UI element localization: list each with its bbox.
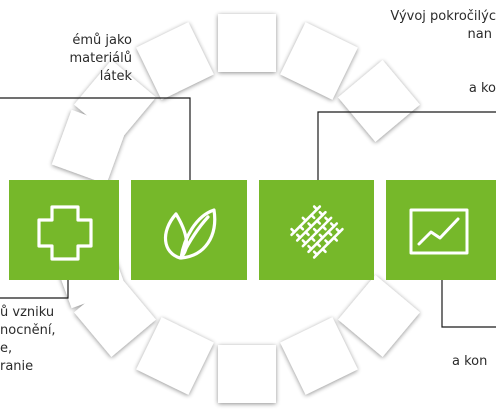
text-top-right: Vývoj pokročilýc nan a ko — [390, 8, 496, 98]
petal — [338, 60, 420, 142]
tile-fiber — [259, 180, 374, 280]
medical-cross-icon — [37, 205, 93, 261]
leader-line-leaves — [0, 97, 191, 190]
text-top-left: émů jako materiálů látek — [70, 32, 133, 86]
trend-chart-icon — [409, 208, 469, 255]
text-bottom-left-line-2: nocnění, — [0, 323, 56, 338]
text-top-left-line-3: látek — [99, 69, 132, 84]
text-bottom-left: ů vzniku nocnění, e, ranie — [0, 304, 56, 419]
petal — [280, 317, 358, 395]
petal — [280, 22, 358, 100]
petal — [218, 14, 276, 72]
tile-leaves — [131, 180, 247, 280]
petal — [136, 22, 214, 100]
text-bottom-left-line-1: ů vzniku — [0, 305, 55, 320]
text-bottom-right: a kon — [452, 353, 487, 371]
leaves-icon — [164, 208, 217, 260]
text-bottom-left-line-3: e, — [0, 341, 13, 356]
petal — [51, 109, 127, 185]
text-top-right-line-3: a ko — [468, 81, 496, 96]
text-bottom-left-line-4: ranie — [0, 359, 34, 374]
tile-chart — [386, 180, 496, 280]
leader-line-fiber — [317, 111, 496, 190]
text-top-left-line-2: materiálů — [69, 51, 133, 66]
text-top-right-line-1: Vývoj pokročilýc — [390, 9, 496, 24]
petal — [136, 317, 214, 395]
text-top-right-line-2: nan — [467, 27, 492, 42]
tile-cross — [9, 180, 119, 280]
text-top-left-line-1: émů jako — [72, 33, 132, 48]
petal — [338, 275, 420, 357]
text-bottom-right-line-1: a kon — [452, 354, 488, 369]
fiber-mesh-icon — [290, 205, 344, 259]
petal — [218, 345, 276, 403]
